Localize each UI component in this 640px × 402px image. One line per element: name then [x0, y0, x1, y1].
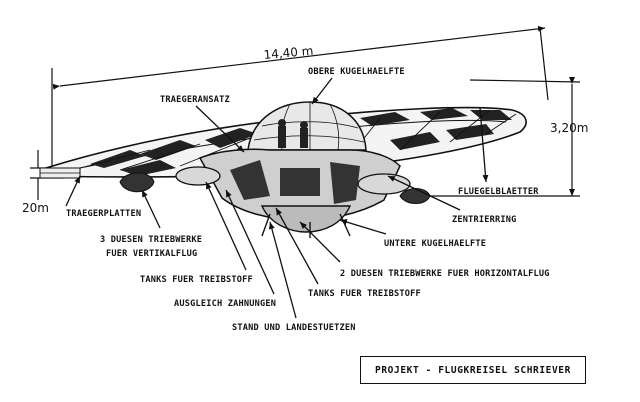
leader-lines [65, 77, 489, 319]
label-tanks-1: TANKS FUER TREIBSTOFF [140, 275, 253, 285]
label-duesen-horizontal: 2 DUESEN TRIEBWERKE FUER HORIZONTALFLUG [340, 269, 550, 279]
label-untere-kugelhaelfte: UNTERE KUGELHAELFTE [384, 239, 486, 249]
label-zentrierring: ZENTRIERRING [452, 215, 517, 225]
project-title-box: PROJEKT - FLUGKREISEL SCHRIEVER [360, 356, 586, 384]
dimension-lines [30, 25, 581, 200]
label-fluegelblaetter: FLUEGELBLAETTER [458, 187, 539, 197]
small-dimension-label: 20m [22, 201, 49, 215]
height-dimension-label: 3,20m [550, 121, 588, 135]
label-ausgleich-zahnungen: AUSGLEICH ZAHNUNGEN [174, 299, 276, 309]
label-duesen-vertikal-2: FUER VERTIKALFLUG [106, 249, 197, 259]
label-duesen-vertikal-1: 3 DUESEN TRIEBWERKE [100, 235, 202, 245]
label-traegerplatten: TRAEGERPLATTEN [66, 209, 141, 219]
width-dimension-label: 14,40 m [263, 44, 314, 62]
label-tanks-2: TANKS FUER TREIBSTOFF [308, 289, 421, 299]
label-obere-kugelhaelfte: OBERE KUGELHAELFTE [308, 67, 405, 77]
label-stand-landestuetzen: STAND UND LANDESTUETZEN [232, 323, 356, 333]
label-traegeransatz: TRAEGERANSATZ [160, 95, 230, 105]
